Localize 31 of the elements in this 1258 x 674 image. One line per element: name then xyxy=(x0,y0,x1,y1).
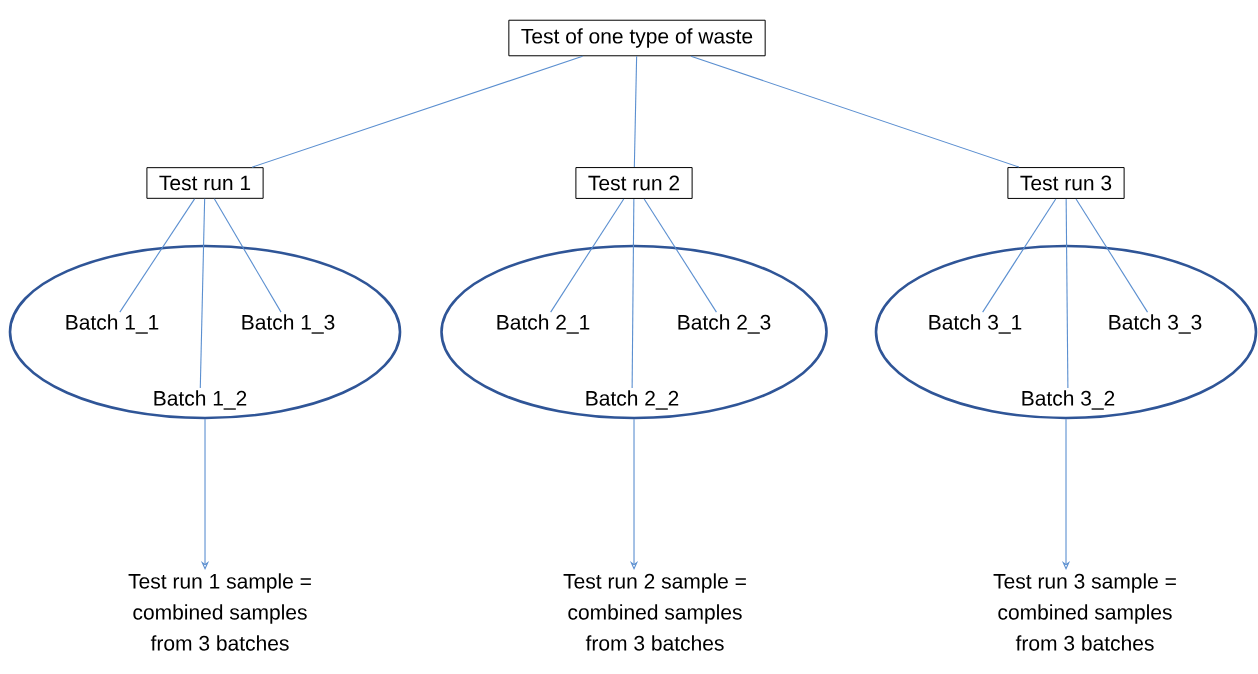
batch-label: Batch 2_3 xyxy=(678,314,771,334)
connector-line xyxy=(550,198,625,313)
connector-line xyxy=(199,198,206,389)
batch-label: Batch 1_2 xyxy=(154,390,247,410)
batch-label: Batch 2_2 xyxy=(586,390,679,410)
batch-label: Batch 1_1 xyxy=(66,314,159,334)
connector-line xyxy=(251,55,584,168)
connector-line xyxy=(982,198,1057,313)
connector-line xyxy=(119,198,196,313)
connector-line xyxy=(1065,198,1069,389)
connector-line xyxy=(631,198,635,389)
process-box: Test of one type of waste xyxy=(508,19,766,57)
result-text: Test run 1 sample = combined samples from 3 batches xyxy=(128,573,311,651)
batch-label: Batch 2_1 xyxy=(497,314,590,334)
batch-label: Batch 1_3 xyxy=(242,314,335,334)
connector-line xyxy=(213,198,282,313)
batch-label: Batch 3_2 xyxy=(1022,390,1115,410)
connector-line xyxy=(633,55,638,168)
process-box: Test run 3 xyxy=(1007,167,1125,199)
ellipse xyxy=(8,244,402,420)
connector-line xyxy=(643,198,717,313)
ellipse xyxy=(440,244,828,420)
result-text: Test run 2 sample = combined samples from 3 batches xyxy=(563,573,746,651)
result-text: Test run 3 sample = combined samples from 3 batches xyxy=(993,573,1176,651)
process-box: Test run 1 xyxy=(146,167,264,199)
connector-line xyxy=(690,55,1020,168)
process-box: Test run 2 xyxy=(575,167,693,199)
ellipse xyxy=(874,244,1258,420)
batch-label: Batch 3_3 xyxy=(1109,314,1202,334)
connector-line xyxy=(1075,198,1149,313)
batch-label: Batch 3_1 xyxy=(929,314,1022,334)
